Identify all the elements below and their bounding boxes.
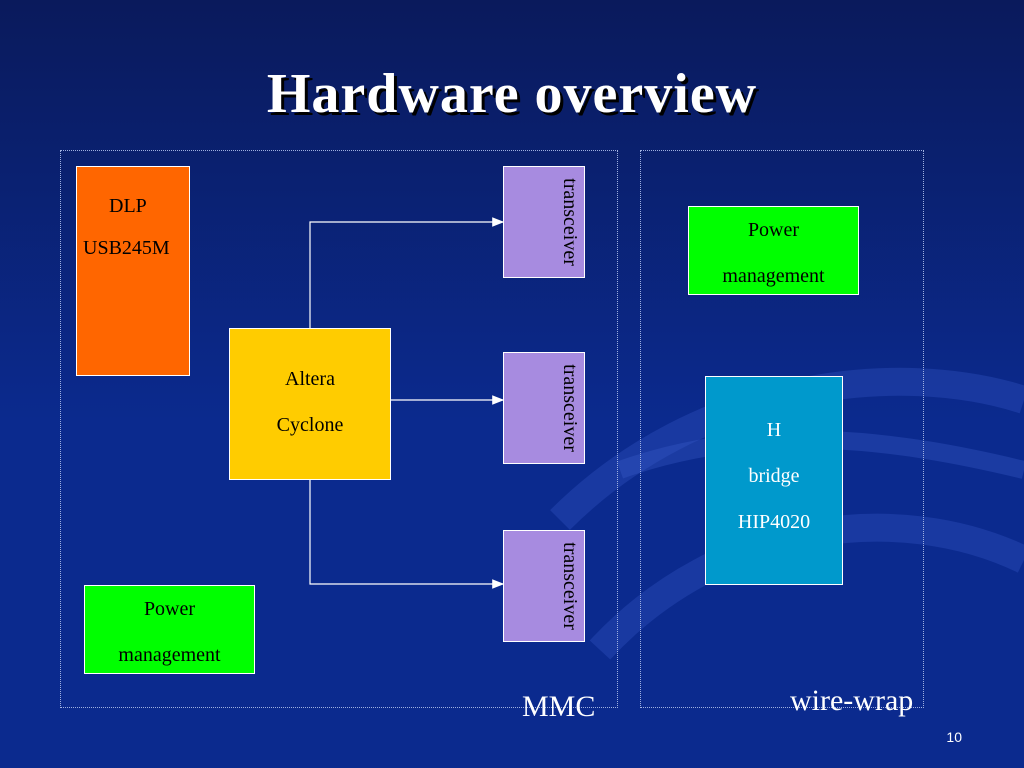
power-management-left-box: Power management xyxy=(84,585,255,674)
hbridge-line-3: HIP4020 xyxy=(737,511,811,533)
page-number: 10 xyxy=(946,729,962,745)
altera-cyclone-box: Altera Cyclone xyxy=(229,328,391,480)
transceiver-middle-label: transceiver xyxy=(559,364,581,452)
h-bridge-box: H bridge HIP4020 xyxy=(705,376,843,585)
slide-title: Hardware overview xyxy=(266,63,758,125)
power-right-line-1: Power xyxy=(747,219,800,241)
wirewrap-label: wire-wrap xyxy=(790,684,914,717)
transceiver-top-label: transceiver xyxy=(559,178,581,266)
dlp-usb245m-box: DLP USB245M xyxy=(76,166,190,376)
mmc-frame xyxy=(60,150,618,708)
power-right-line-2: management xyxy=(722,265,825,287)
power-management-right-box: Power management xyxy=(688,206,859,295)
connector-to-bottom-transceiver xyxy=(309,480,505,589)
connector-to-top-transceiver xyxy=(309,217,505,328)
dlp-line-2: USB245M xyxy=(83,237,170,259)
transceiver-middle-box: transceiver xyxy=(503,352,585,464)
dlp-line-1: DLP xyxy=(109,195,147,217)
transceiver-bottom-label: transceiver xyxy=(559,542,581,630)
transceiver-bottom-box: transceiver xyxy=(503,530,585,642)
fpga-line-2: Cyclone xyxy=(276,414,344,436)
wirewrap-frame xyxy=(640,150,924,708)
power-left-line-1: Power xyxy=(143,598,196,620)
mmc-label: MMC xyxy=(522,690,596,723)
fpga-line-1: Altera xyxy=(285,368,335,390)
power-left-line-2: management xyxy=(118,644,221,666)
hbridge-line-1: H xyxy=(766,419,782,441)
hbridge-line-2: bridge xyxy=(748,465,800,487)
transceiver-top-box: transceiver xyxy=(503,166,585,278)
